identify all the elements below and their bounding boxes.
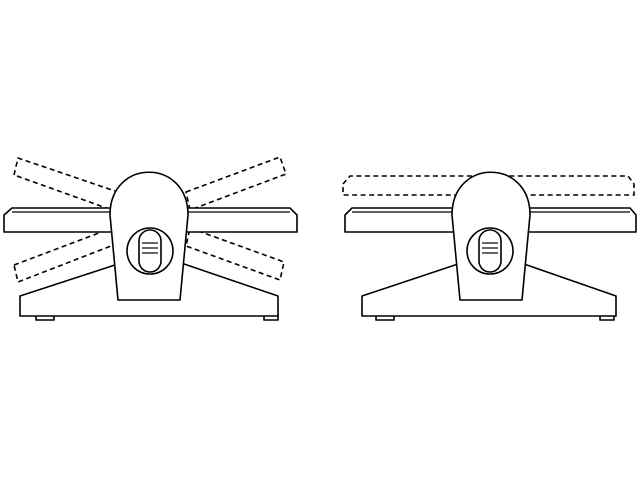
left-dashed-bar-up-right	[185, 155, 288, 212]
left-dashed-bar-down-right	[185, 226, 285, 282]
right-lock-knob	[478, 229, 502, 273]
right-figure	[342, 171, 637, 321]
left-lock-knob	[138, 229, 162, 273]
right-dashed-bar	[342, 175, 635, 196]
left-dashed-bar-up-left	[13, 156, 120, 212]
left-figure	[3, 155, 298, 321]
